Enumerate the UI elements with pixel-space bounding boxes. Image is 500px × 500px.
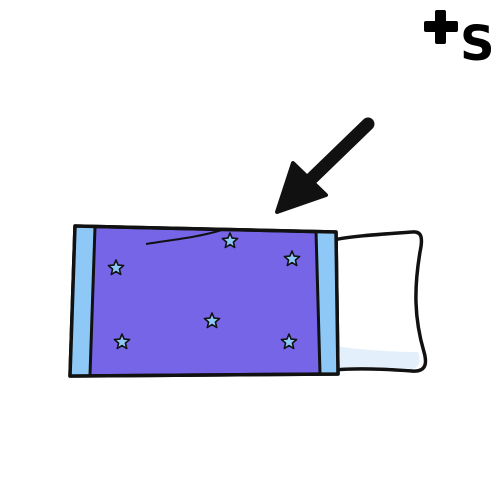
pillow: [332, 230, 428, 373]
arrow-down-left-icon: [275, 117, 375, 214]
star-icon: [113, 333, 131, 350]
logo: S: [420, 6, 498, 72]
star-icon: [107, 259, 125, 276]
star-icon: [280, 333, 298, 350]
star-icon: [221, 232, 239, 249]
pillowcase: [68, 224, 340, 378]
stars: [107, 232, 301, 350]
logo-letter: S: [460, 16, 495, 72]
star-icon: [283, 250, 301, 267]
star-icon: [203, 312, 221, 329]
